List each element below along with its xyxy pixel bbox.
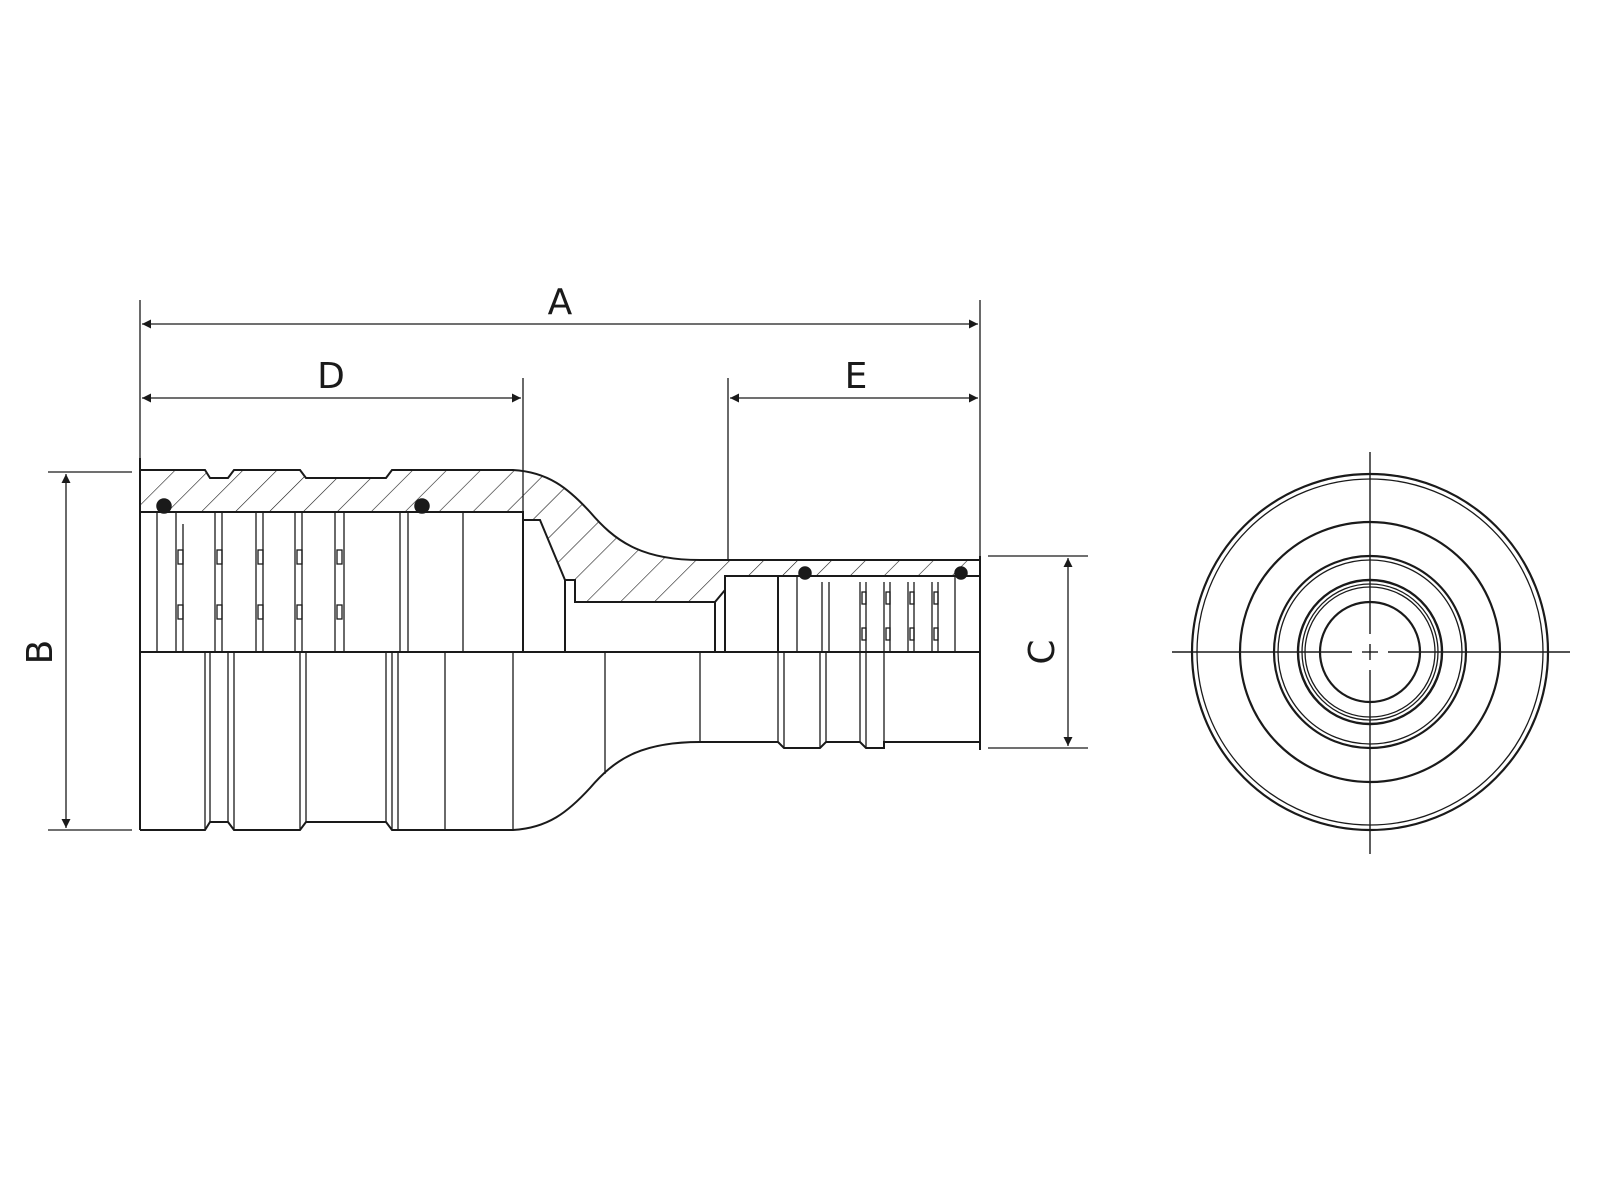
centerlines <box>1172 452 1570 854</box>
o-ring <box>156 498 172 514</box>
dimensions: A D E B C <box>20 282 1088 831</box>
o-ring <box>798 566 812 580</box>
slot-marks <box>177 549 343 620</box>
exterior-half <box>139 652 980 831</box>
dimension-b-label: B <box>20 640 61 665</box>
large-end-bore <box>139 458 726 830</box>
dimension-e-label: E <box>845 356 868 397</box>
dimension-d-label: D <box>317 356 345 397</box>
o-ring <box>954 566 968 580</box>
o-ring <box>414 498 430 514</box>
dimension-a-label: A <box>548 282 573 323</box>
end-view <box>1172 452 1570 854</box>
section-wall <box>140 469 980 603</box>
side-view <box>139 458 981 831</box>
dimension-c-label: C <box>1022 639 1063 664</box>
